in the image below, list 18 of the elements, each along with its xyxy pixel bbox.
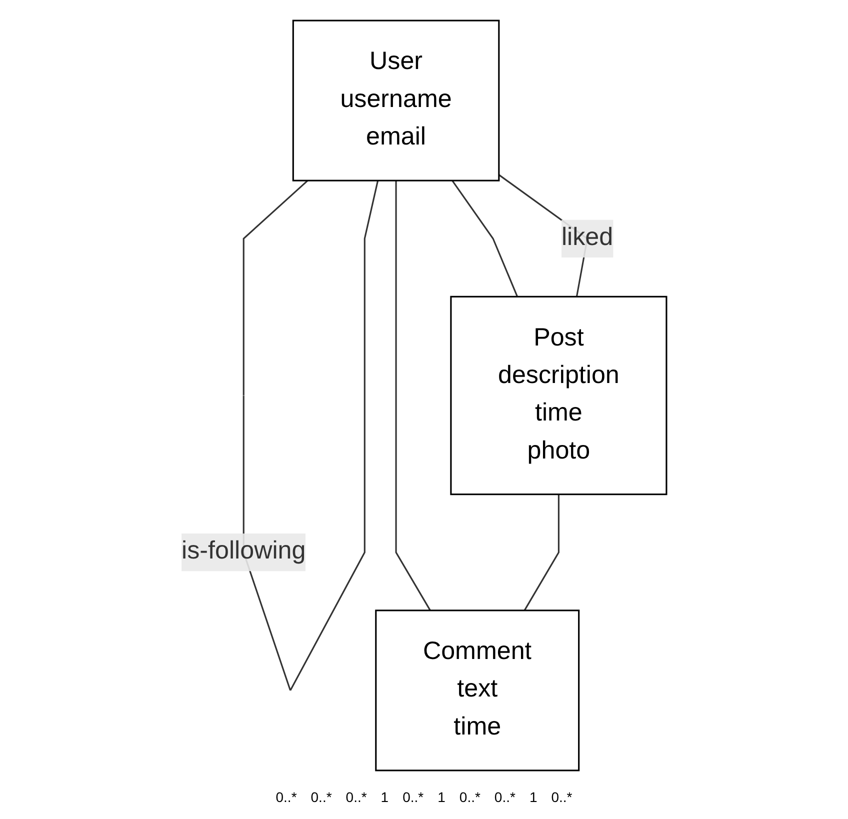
edge-label: is-following	[182, 538, 306, 565]
multiplicity-label: 1	[380, 789, 389, 805]
edge-label: liked	[561, 224, 614, 252]
multiplicity-label: 0..*	[494, 789, 516, 805]
node-box: Post description time photo	[450, 296, 668, 496]
multiplicity-label: 0..*	[276, 789, 297, 805]
connector	[395, 180, 431, 611]
node-box: Comment text time	[375, 610, 580, 772]
connector	[524, 494, 560, 611]
multiplicity-label: 1	[438, 789, 446, 805]
connector	[452, 180, 518, 297]
multiplicity-label: 0..*	[310, 789, 332, 805]
node-box: User username email	[292, 20, 500, 182]
multiplicity-label: 1	[529, 789, 538, 805]
multiplicity-label: 0..*	[459, 789, 480, 805]
multiplicity-label: 0..*	[551, 789, 572, 805]
multiplicity-label: 0..*	[346, 789, 367, 805]
multiplicity-label: 0..*	[402, 789, 424, 805]
